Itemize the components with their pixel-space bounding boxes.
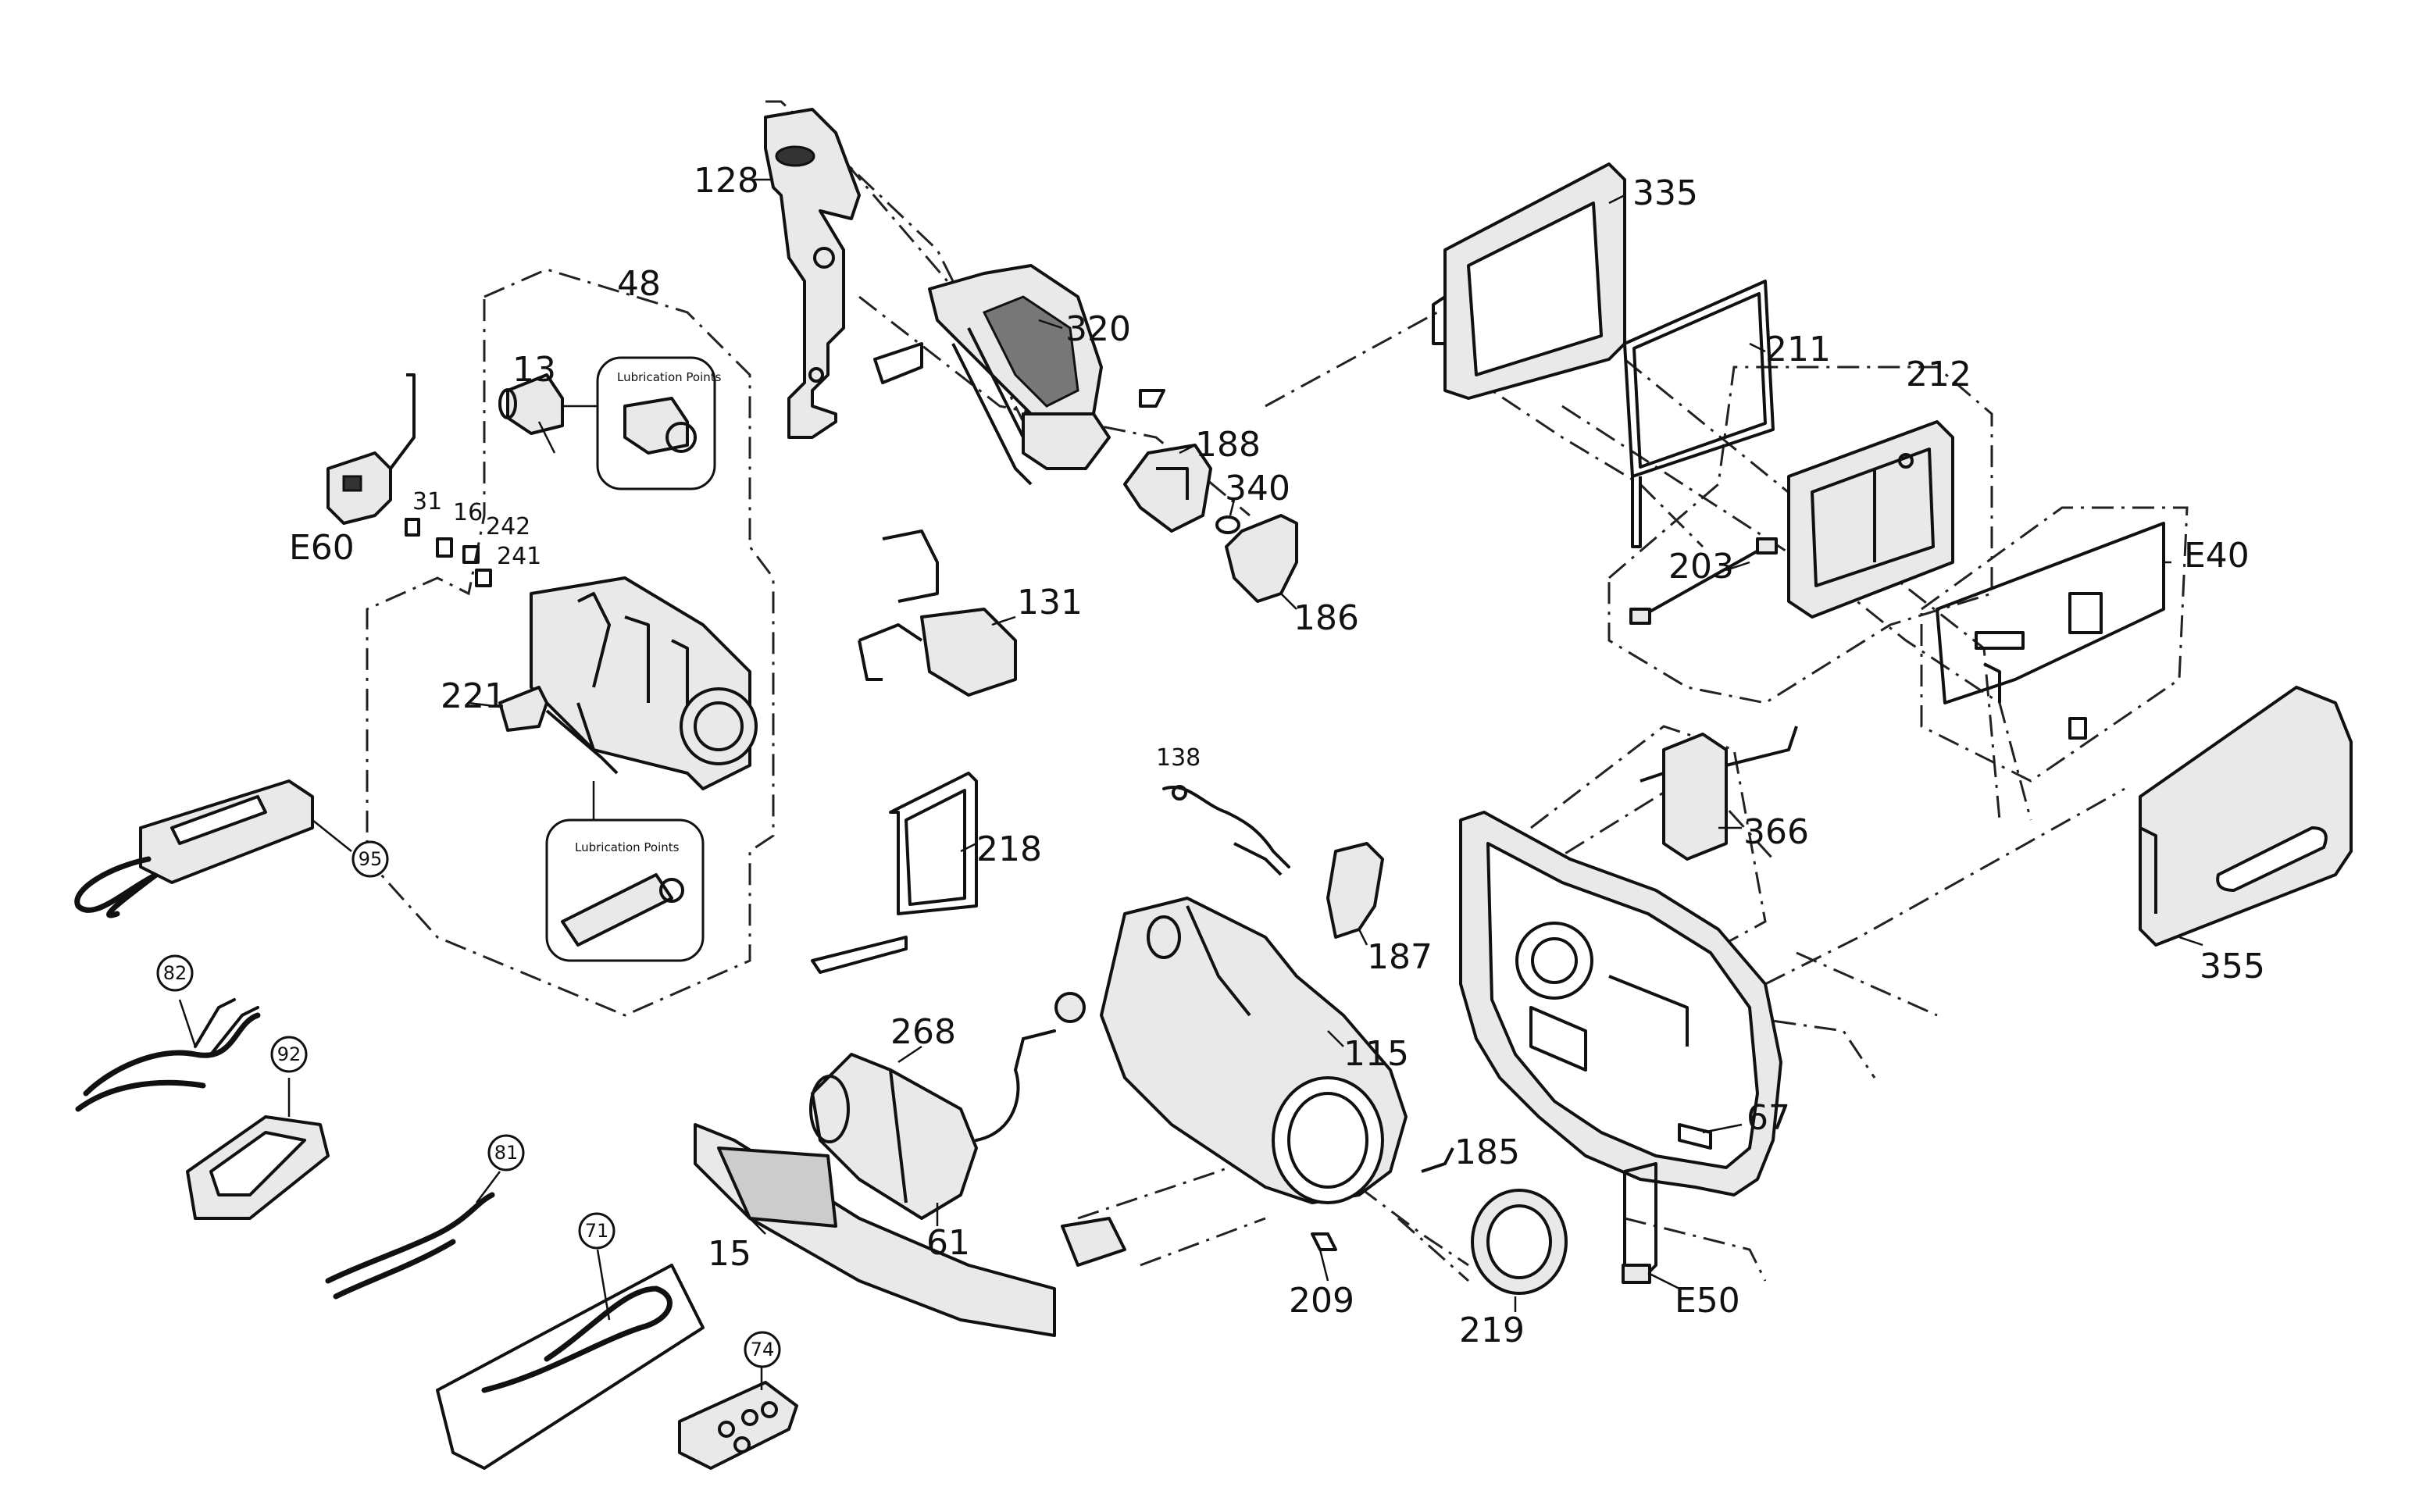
board-group-outline — [1920, 506, 2189, 783]
panel-group-outline — [1607, 366, 1993, 704]
svg-text:95: 95 — [359, 848, 383, 870]
label-185: 185 — [1454, 1132, 1520, 1172]
part-188-holder — [1123, 444, 1212, 533]
part-138-wiring — [1162, 785, 1290, 876]
label-128: 128 — [694, 161, 759, 201]
part-E40-board — [1936, 522, 2165, 740]
part-13-motor — [498, 373, 564, 454]
svg-text:74: 74 — [751, 1339, 775, 1360]
label-212: 212 — [1906, 355, 1971, 394]
label-E50: E50 — [1675, 1281, 1740, 1321]
part-211-panel — [1623, 280, 1775, 548]
part-side-frame — [1459, 811, 1782, 1196]
lubrication-points-label-2: Lubrication Points — [575, 840, 680, 854]
label-15: 15 — [708, 1234, 751, 1274]
assembly-guide-lines — [366, 100, 2189, 1282]
label-115: 115 — [1343, 1034, 1409, 1074]
part-E60-board — [326, 373, 416, 525]
label-61: 61 — [926, 1223, 970, 1263]
label-335: 335 — [1632, 173, 1698, 213]
label-131: 131 — [1017, 583, 1083, 622]
lubrication-callout-2 — [545, 781, 705, 962]
accessory-71-cable-bag — [436, 1249, 705, 1470]
label-138: 138 — [1156, 744, 1201, 772]
label-268: 268 — [890, 1012, 956, 1052]
part-131-circuit — [858, 530, 1017, 697]
label-320: 320 — [1065, 309, 1131, 349]
accessory-74-remote — [678, 1367, 798, 1470]
label-218: 218 — [976, 829, 1042, 869]
part-218-bracket — [811, 772, 978, 974]
label-E60: E60 — [289, 528, 355, 568]
accessory-95-charger — [74, 779, 352, 918]
label-31: 31 — [412, 488, 442, 515]
svg-text:92: 92 — [277, 1043, 302, 1065]
label-209: 209 — [1289, 1281, 1354, 1321]
part-67-screw — [1678, 1123, 1712, 1150]
label-340: 340 — [1225, 469, 1290, 508]
circled-number-74: 74 — [744, 1331, 781, 1368]
lubrication-points-label-1: Lubrication Points — [617, 370, 722, 384]
part-320-grip — [873, 264, 1165, 486]
label-366: 366 — [1743, 812, 1809, 852]
leader-lines — [468, 178, 2203, 1312]
label-16: 16 — [453, 499, 483, 526]
label-203: 203 — [1668, 547, 1734, 587]
svg-text:71: 71 — [585, 1220, 609, 1242]
lubrication-callout-1 — [562, 356, 716, 490]
accessory-92-lens-cap — [186, 1078, 330, 1220]
label-13: 13 — [512, 350, 556, 390]
part-48-mechanism — [530, 576, 758, 790]
part-340-ring — [1215, 515, 1240, 534]
svg-text:81: 81 — [494, 1142, 519, 1164]
part-221-shaft — [498, 686, 619, 775]
svg-text:82: 82 — [163, 962, 187, 984]
label-48: 48 — [617, 264, 661, 304]
label-186: 186 — [1293, 598, 1359, 638]
label-188: 188 — [1195, 425, 1261, 465]
part-366-jack — [1640, 726, 1798, 861]
part-15-strap — [694, 1123, 1056, 1337]
mechanism-group-outline — [366, 268, 775, 1017]
parts-31-16-242-241-washers — [405, 518, 492, 587]
label-241: 241 — [497, 543, 541, 570]
accessory-81-cable — [325, 1171, 501, 1300]
part-355-cover — [2139, 686, 2353, 947]
part-128-bracket — [764, 108, 861, 439]
part-335-frame — [1432, 162, 1626, 400]
label-211: 211 — [1765, 330, 1831, 369]
label-187: 187 — [1367, 937, 1433, 977]
circled-number-82: 82 — [156, 954, 194, 992]
label-67: 67 — [1747, 1098, 1790, 1138]
label-E40: E40 — [2184, 536, 2250, 576]
part-219-lens-ring — [1471, 1189, 1568, 1295]
label-242: 242 — [486, 513, 530, 540]
label-219: 219 — [1459, 1311, 1525, 1350]
accessory-82-av-cable — [75, 998, 261, 1112]
part-203-connector — [1629, 537, 1778, 625]
part-212-board — [1787, 420, 1954, 619]
part-209 — [1311, 1232, 1337, 1251]
label-355: 355 — [2200, 947, 2265, 986]
part-268-61-viewfinder — [809, 1029, 1056, 1220]
part-187-clip — [1326, 842, 1384, 939]
part-115-housing — [1054, 897, 1408, 1204]
circled-number-92: 92 — [270, 1036, 308, 1073]
circled-number-95: 95 — [351, 840, 389, 878]
label-221: 221 — [441, 676, 506, 716]
part-label-plate — [1061, 1217, 1126, 1267]
circled-number-81: 81 — [487, 1134, 525, 1171]
circled-number-71: 71 — [578, 1212, 615, 1250]
part-185 — [1421, 1147, 1454, 1173]
